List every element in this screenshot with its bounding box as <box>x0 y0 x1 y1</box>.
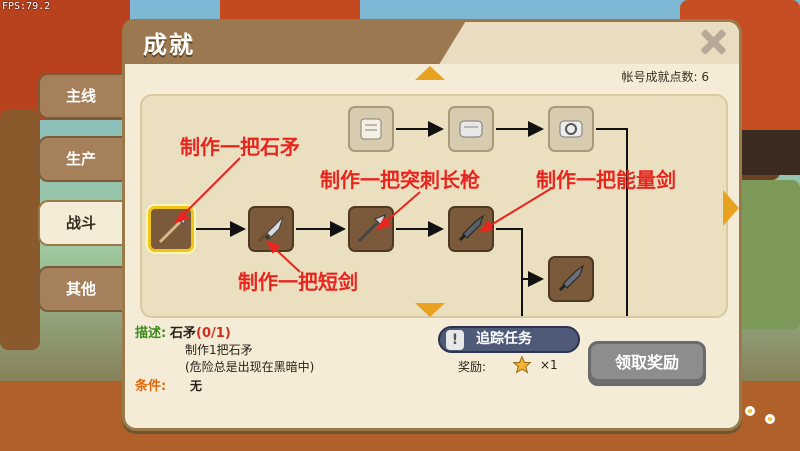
energy-sword-icon <box>458 214 484 242</box>
achievement-name: 石矛 <box>170 326 197 341</box>
track-quest-label: 追踪任务 <box>476 331 532 347</box>
shadow-block <box>735 130 800 175</box>
node-scroll-2[interactable] <box>448 106 494 152</box>
achievement-tree <box>140 94 728 318</box>
node-scroll-1[interactable] <box>348 106 394 152</box>
short-sword-icon <box>257 216 284 243</box>
node-stone-spear[interactable] <box>148 206 194 252</box>
node-short-sword[interactable] <box>248 206 294 252</box>
star-icon <box>512 355 532 374</box>
scroll-icon <box>360 118 382 140</box>
scroll-right-arrow-icon[interactable] <box>723 190 739 226</box>
node-scroll-3[interactable] <box>548 106 594 152</box>
track-quest-button[interactable]: ! 追踪任务 <box>438 326 580 353</box>
tree-connectors <box>196 121 628 316</box>
condition-value: 无 <box>190 379 203 393</box>
tree-trunk <box>0 110 40 350</box>
achievement-details: 描述: 石矛(0/1) 制作1把石矛 (危险总是出现在黑暗中) 条件: 无 <box>135 325 314 395</box>
annotation-stone-spear: 制作一把石矛 <box>180 135 300 159</box>
annotation-short-sword: 制作一把短剑 <box>238 270 358 294</box>
panel-title: 成就 <box>143 31 195 59</box>
title-tab <box>122 19 467 64</box>
scroll-up-arrow-icon[interactable] <box>415 66 445 80</box>
reward-count: ×1 <box>540 358 558 372</box>
condition-label: 条件: <box>135 379 167 394</box>
scroll-down-arrow-icon[interactable] <box>415 303 445 317</box>
fps-counter: FPS:79.2 <box>2 1 51 12</box>
scroll-icon <box>459 120 483 138</box>
exclamation-icon: ! <box>446 330 464 350</box>
reward-row: 奖励: ×1 <box>458 355 558 375</box>
node-thrust-spear[interactable] <box>348 206 394 252</box>
claim-reward-button[interactable]: 领取奖励 <box>588 341 706 386</box>
sword-icon <box>558 264 584 292</box>
scroll-icon <box>559 120 583 138</box>
tab-other[interactable]: 其他 <box>38 266 126 312</box>
description-label: 描述: <box>135 326 167 341</box>
node-sword-lower[interactable] <box>548 256 594 302</box>
annotation-thrust-spear: 制作一把突刺长枪 <box>320 168 480 192</box>
annotation-energy-sword: 制作一把能量剑 <box>536 168 676 192</box>
achievement-progress: (0/1) <box>196 326 231 341</box>
description-line-1: 制作1把石矛 <box>185 343 253 357</box>
description-line-2: (危险总是出现在黑暗中) <box>185 360 315 374</box>
reward-label: 奖励: <box>458 360 487 374</box>
tab-combat[interactable]: 战斗 <box>38 200 128 246</box>
achievement-points: 帐号成就点数: 6 <box>621 70 710 84</box>
node-energy-sword[interactable] <box>448 206 494 252</box>
